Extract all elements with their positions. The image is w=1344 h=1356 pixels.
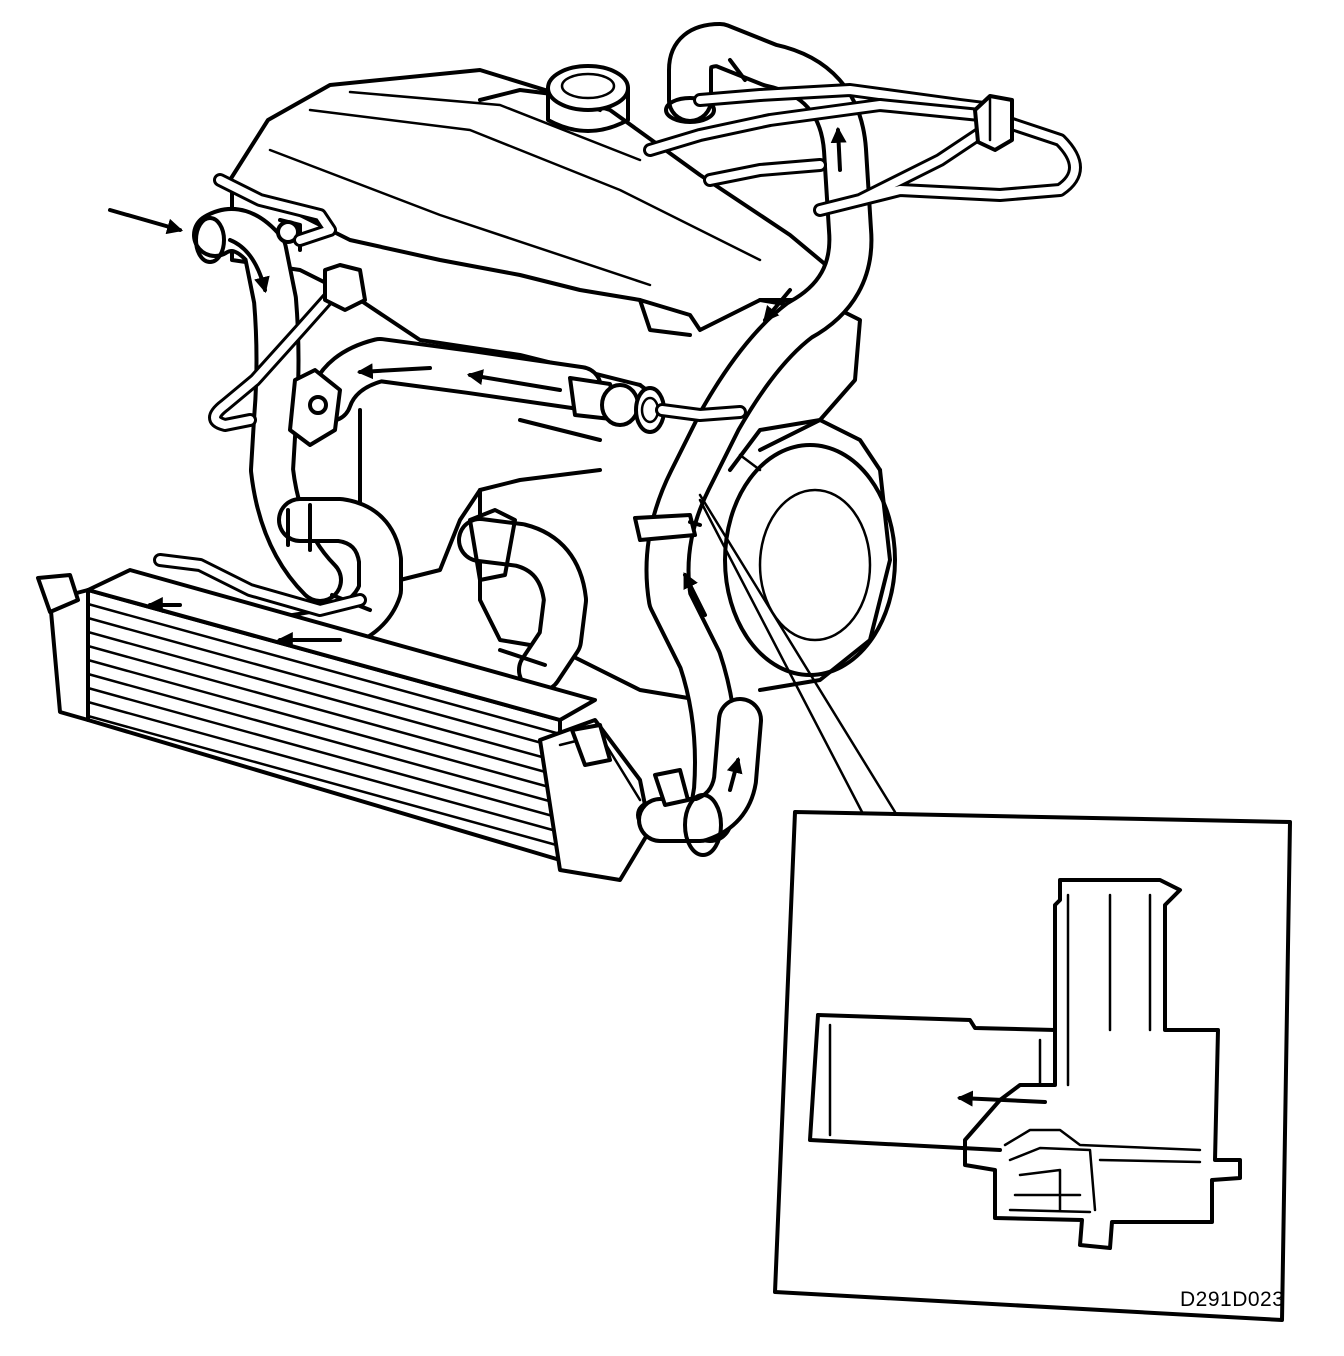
intercooler [36, 568, 664, 882]
flow-arrows [108, 126, 847, 792]
oil-filler-cap [546, 64, 630, 133]
hose-clamp [633, 513, 702, 542]
heater-lines [643, 83, 1082, 217]
lower-hose-left [247, 497, 403, 663]
coolant-pipe-center [307, 337, 603, 423]
intercooler-outlet-hose [637, 697, 763, 857]
breather-tube [208, 173, 367, 432]
valve-body [568, 376, 747, 434]
callout-leader [698, 493, 897, 814]
detail-inset [773, 810, 1292, 1322]
charge-pipe-center [457, 508, 588, 693]
mounting-bracket [288, 368, 342, 447]
electrical-connector [973, 94, 1014, 152]
upper-heater-hose [644, 22, 874, 843]
figure-code-label: D291D023 [1180, 1288, 1285, 1311]
